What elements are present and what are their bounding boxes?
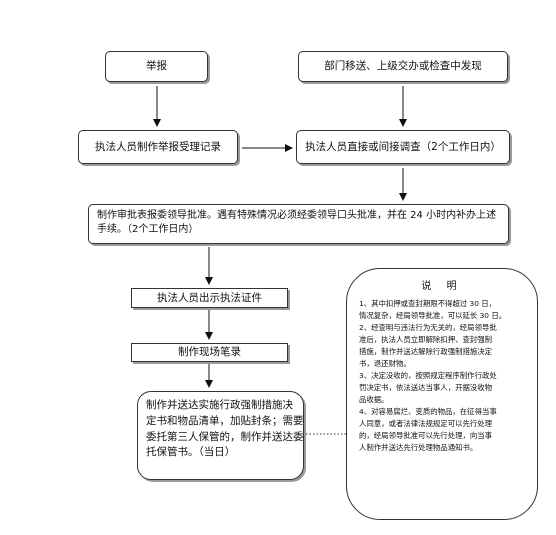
note-line: 4、对容易腐烂、变质的物品，在征得当事 xyxy=(359,407,497,417)
box-record-label: 执法人员制作举报受理记录 xyxy=(95,140,221,153)
note-line: 品收据。 xyxy=(359,395,389,405)
note-line: 的，经局领导批准可以先行处理，向当事 xyxy=(359,431,493,441)
box-referral: 部门移送、上级交办或检查中发现 xyxy=(298,51,508,82)
note-line: 人同意，或者法律法规规定可以先行处理 xyxy=(359,419,493,429)
box-credentials-label: 执法人员出示执法证件 xyxy=(157,291,262,304)
box-approval-line1: 制作审批表报委领导批准。遇有特殊情况必须经委领导口头批准，并在 24 小时内补办… xyxy=(97,210,497,221)
note-line: 2、经查明与违法行为无关的，经局领导批 xyxy=(359,323,497,333)
note-line: 书，退还财物。 xyxy=(359,359,411,369)
box-report: 举报 xyxy=(105,51,208,82)
note-line: 1、其中扣押或查封期限不得超过 30 日， xyxy=(359,299,497,309)
box-enforce-line2: 定书和物品清单，加贴封条；需要 xyxy=(146,414,304,427)
box-credentials: 执法人员出示执法证件 xyxy=(131,288,288,308)
note-line: 措施，制作并送达解除行政强制措施决定 xyxy=(359,347,493,357)
box-enforce: 制作并送达实施行政强制措施决 定书和物品清单，加贴封条；需要 委托第三人保管的，… xyxy=(137,391,304,480)
box-approval: 制作审批表报委领导批准。遇有特殊情况必须经委领导口头批准，并在 24 小时内补办… xyxy=(88,204,509,244)
box-enforce-line3: 委托第三人保管的，制作并送达委 xyxy=(146,430,304,443)
box-approval-line2: 手续。（2个工作日内） xyxy=(97,223,199,235)
note-line: 人制作并送达先行处理物品通知书。 xyxy=(359,443,478,452)
box-investigate: 执法人员直接或间接调查（2个工作日内） xyxy=(296,130,510,164)
box-enforce-line4: 托保管书。（当日） xyxy=(146,446,236,459)
note-line: 3、决定没收的，按照规定程序制作行政处 xyxy=(359,371,497,381)
box-onsite-label: 制作现场笔录 xyxy=(178,346,241,359)
note-panel: 说 明 1、其中扣押或查封期限不得超过 30 日， 情况复杂，经局领导批准，可以… xyxy=(346,268,538,520)
note-title: 说 明 xyxy=(421,281,463,292)
box-enforce-line1: 制作并送达实施行政强制措施决 xyxy=(146,399,293,411)
box-onsite: 制作现场笔录 xyxy=(131,343,288,362)
note-line: 准后，执法人员立即解除扣押、查封强制 xyxy=(359,335,493,345)
box-report-label: 举报 xyxy=(146,60,167,73)
box-referral-label: 部门移送、上级交办或检查中发现 xyxy=(324,60,482,73)
note-line: 情况复杂，经局领导批准，可以延长 30 日。 xyxy=(359,311,507,321)
box-investigate-label: 执法人员直接或间接调查（2个工作日内） xyxy=(305,140,501,153)
box-record: 执法人员制作举报受理记录 xyxy=(78,130,238,164)
note-line: 罚决定书，依法送达当事人，开据没收物 xyxy=(359,383,493,393)
